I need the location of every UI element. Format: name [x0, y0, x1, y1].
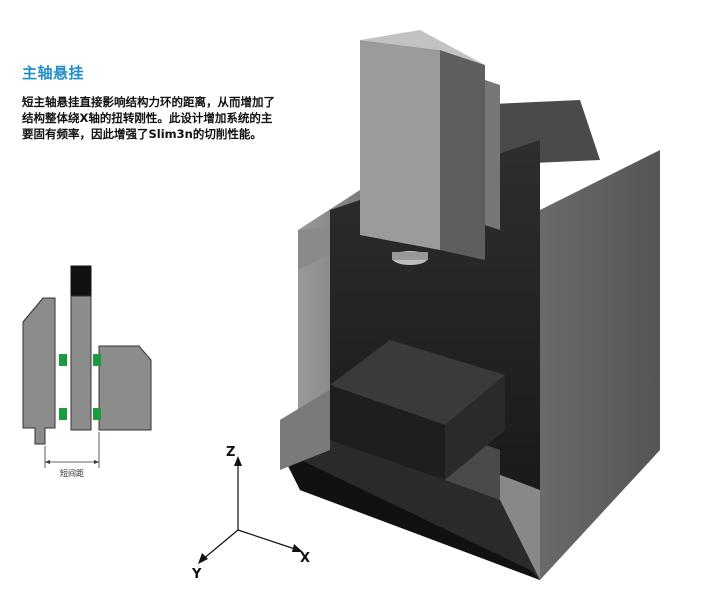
column-rail: [485, 80, 500, 230]
frame-lower-left: [280, 390, 330, 470]
axis-x-label: X: [300, 551, 310, 566]
base-edge: [280, 450, 540, 580]
worktable-front: [330, 385, 445, 480]
guide-lower-right: [93, 408, 101, 420]
base-front-face: [280, 420, 540, 580]
dimension-label: 短间距: [60, 468, 84, 478]
worktable-side: [445, 375, 505, 480]
frame-right-side: [540, 150, 660, 580]
spindle-head-side: [440, 50, 485, 260]
axis-z-label: Z: [226, 445, 235, 460]
spindle-body: [70, 295, 92, 431]
guide-upper-left: [59, 354, 67, 366]
spindle-overhang-diagram: 短间距: [22, 265, 152, 478]
spindle-top: [70, 265, 92, 297]
section-description: 短主轴悬挂直接影响结构力环的距离，从而增加了 结构整体绕X轴的扭转刚性。此设计增…: [22, 94, 322, 142]
guide-lower-left: [59, 408, 67, 420]
right-block: [98, 345, 152, 431]
machine-rendering: [280, 30, 660, 580]
left-column: [22, 297, 56, 445]
description-line-2: 结构整体绕X轴的扭转刚性。此设计增加系统的主: [22, 111, 273, 125]
guide-upper-right: [93, 354, 101, 366]
description-line-3: 要固有频率，因此增强了Slim3n的切削性能。: [22, 127, 262, 141]
axis-y-label: Y: [191, 567, 202, 580]
description-line-1: 短主轴悬挂直接影响结构力环的距离，从而增加了: [22, 95, 275, 109]
worktable-top: [330, 340, 505, 425]
axis-triad: Z X Y: [191, 445, 310, 580]
section-title: 主轴悬挂: [22, 64, 85, 82]
spindle-head-front: [360, 40, 440, 250]
spindle-head-top: [360, 30, 485, 65]
